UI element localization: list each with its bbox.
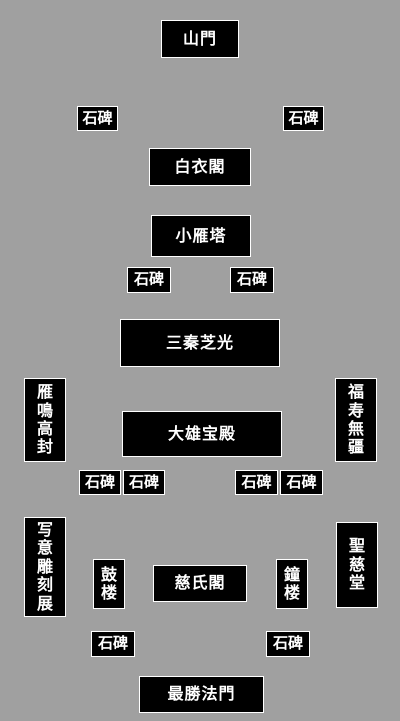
fu-shou-wu-jiang-box: 福寿無疆 bbox=[335, 378, 377, 462]
sanmon-label: 山門 bbox=[182, 28, 217, 48]
stele-box: 石碑 bbox=[266, 631, 310, 657]
fu-shou-wu-jiang-label: 福寿無疆 bbox=[348, 382, 365, 457]
stele-label: 石碑 bbox=[236, 270, 267, 289]
small-goose-pagoda-label: 小雁塔 bbox=[175, 225, 227, 245]
bell-tower-label: 鐘楼 bbox=[284, 564, 301, 602]
yan-ming-gao-feng-label: 雁鳴高封 bbox=[37, 382, 54, 457]
stele-box: 石碑 bbox=[91, 631, 135, 657]
small-goose-pagoda-box: 小雁塔 bbox=[151, 215, 251, 257]
byakuikaku-box: 白衣閣 bbox=[149, 148, 251, 186]
stele-label: 石碑 bbox=[241, 472, 272, 491]
stele-box: 石碑 bbox=[79, 470, 121, 495]
stele-label: 石碑 bbox=[84, 472, 115, 491]
stele-box: 石碑 bbox=[127, 267, 171, 293]
holy-ci-hall-label: 聖慈堂 bbox=[349, 536, 366, 593]
stele-label: 石碑 bbox=[286, 472, 317, 491]
yan-ming-gao-feng-box: 雁鳴高封 bbox=[24, 378, 66, 462]
stele-label: 石碑 bbox=[288, 108, 319, 127]
bell-tower-box: 鐘楼 bbox=[276, 559, 308, 609]
cishi-pavilion-box: 慈氏閣 bbox=[153, 565, 247, 602]
stele-box: 石碑 bbox=[235, 470, 278, 495]
zuisheng-famen-box: 最勝法門 bbox=[139, 676, 264, 713]
stele-label: 石碑 bbox=[97, 634, 128, 653]
stele-box: 石碑 bbox=[230, 267, 274, 293]
stele-label: 石碑 bbox=[82, 108, 113, 127]
zuisheng-famen-label: 最勝法門 bbox=[167, 684, 236, 704]
photo-sculpture-exhibit-box: 写意雕刻展 bbox=[24, 517, 66, 617]
sanqin-zhiguang-box: 三秦芝光 bbox=[120, 319, 280, 367]
stele-box: 石碑 bbox=[280, 470, 323, 495]
cishi-pavilion-label: 慈氏閣 bbox=[174, 573, 226, 593]
drum-tower-box: 鼓楼 bbox=[93, 559, 125, 609]
daxiong-baodian-label: 大雄宝殿 bbox=[167, 423, 236, 443]
sanmon-box: 山門 bbox=[161, 20, 239, 58]
stele-label: 石碑 bbox=[128, 472, 159, 491]
holy-ci-hall-box: 聖慈堂 bbox=[336, 522, 378, 608]
stele-label: 石碑 bbox=[133, 270, 164, 289]
photo-sculpture-exhibit-label: 写意雕刻展 bbox=[37, 520, 54, 613]
byakuikaku-label: 白衣閣 bbox=[174, 156, 226, 176]
stele-box: 石碑 bbox=[283, 106, 324, 131]
stele-box: 石碑 bbox=[123, 470, 165, 495]
stele-label: 石碑 bbox=[272, 634, 303, 653]
sanqin-zhiguang-label: 三秦芝光 bbox=[165, 332, 234, 352]
drum-tower-label: 鼓楼 bbox=[101, 564, 118, 602]
daxiong-baodian-box: 大雄宝殿 bbox=[122, 411, 282, 457]
stele-box: 石碑 bbox=[77, 106, 118, 131]
